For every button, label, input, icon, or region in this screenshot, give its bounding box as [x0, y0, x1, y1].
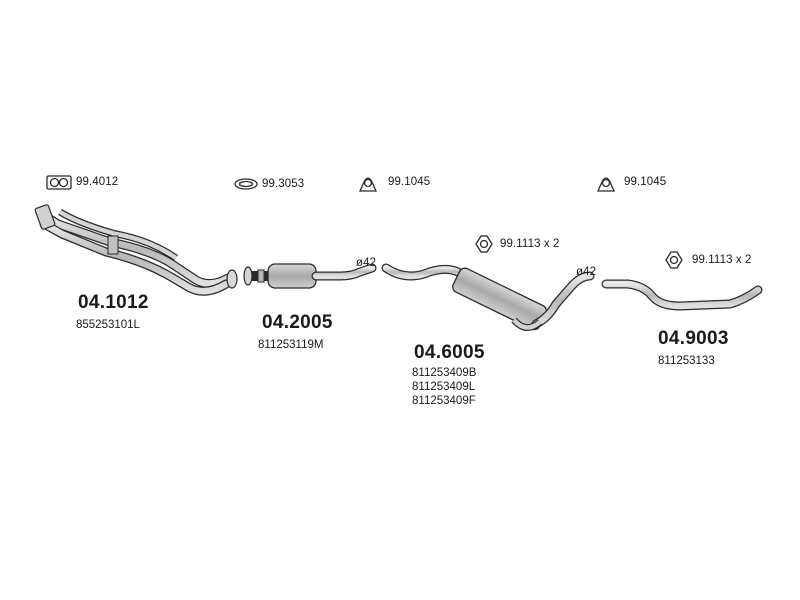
rubber-mount-icon	[665, 251, 683, 269]
part-code: 04.1012	[78, 292, 149, 313]
oem-number: 811253119M	[258, 339, 324, 351]
centre-silencer-04-6005	[381, 263, 595, 331]
rubber-mount-icon	[475, 235, 493, 253]
diameter-label: ø42	[576, 266, 597, 278]
clamp-icon	[596, 177, 616, 192]
part-code: 04.2005	[262, 312, 333, 333]
oem-number: 811253133	[658, 355, 715, 367]
oem-number: 811253409F	[412, 395, 476, 407]
tail-pipe-04-9003	[601, 279, 763, 311]
part-code: 04.9003	[658, 328, 729, 349]
mount-code: 99.1113 x 2	[500, 238, 560, 250]
oem-number: 855253101L	[76, 319, 140, 331]
accessory-code: 99.3053	[262, 178, 305, 190]
diameter-label: ø42	[356, 257, 377, 269]
front-silencer-04-2005	[243, 263, 377, 289]
ring-gasket-icon	[234, 178, 258, 190]
oem-number: 811253409B	[412, 367, 477, 379]
double-gasket-icon	[46, 175, 72, 190]
part-code: 04.6005	[414, 342, 485, 363]
accessory-code: 99.1045	[388, 176, 431, 188]
oem-number: 811253409L	[412, 381, 476, 393]
accessory-code: 99.1045	[624, 176, 667, 188]
mount-code: 99.1113 x 2	[692, 254, 752, 266]
front-pipe-04-1012	[34, 204, 238, 296]
accessory-code: 99.4012	[76, 176, 119, 188]
clamp-icon	[358, 177, 378, 192]
